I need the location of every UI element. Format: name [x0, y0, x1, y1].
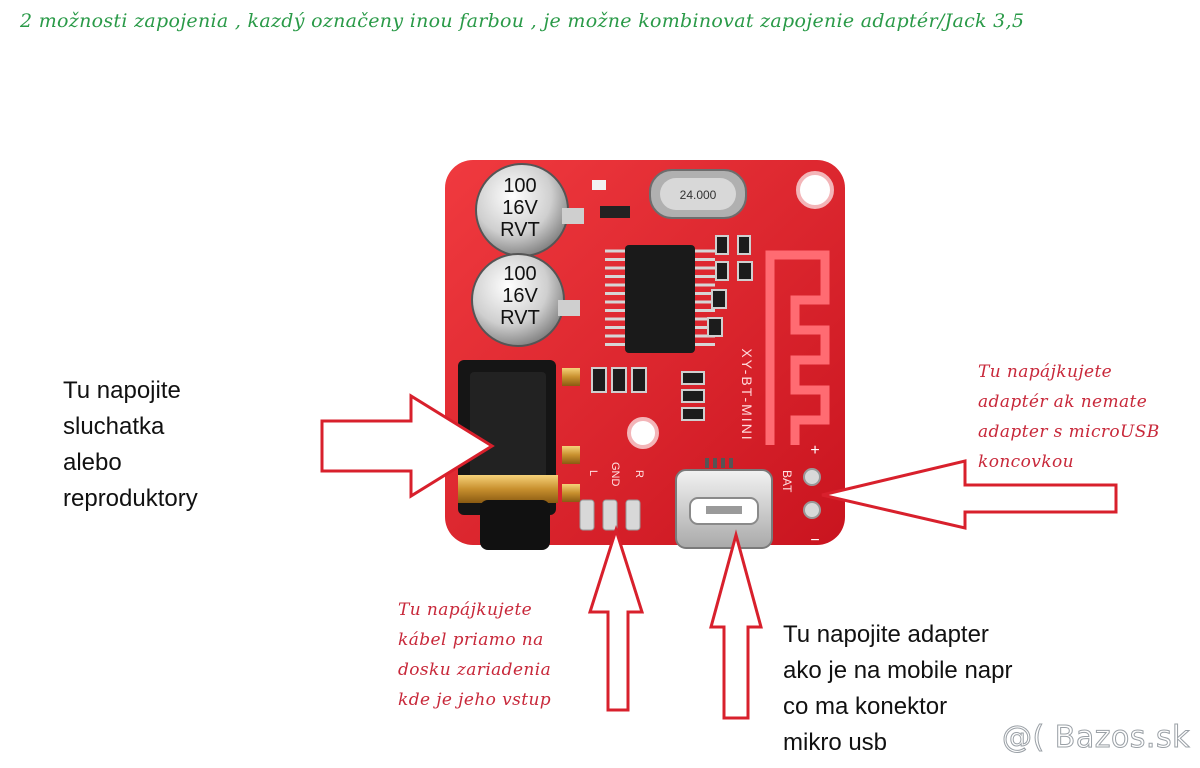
cap-top-line2: 16V — [502, 197, 538, 219]
cap-top-line1: 100 — [503, 175, 536, 197]
battery-pads: BAT + − — [780, 442, 821, 549]
capacitor-top: 100 16V RVT — [475, 163, 584, 257]
label-left-line: reproduktory — [63, 485, 198, 512]
pad-l-label: L — [587, 470, 599, 476]
capacitor-bottom: 100 16V RVT — [471, 253, 580, 347]
label-left-line: alebo — [63, 449, 122, 476]
smd-components — [591, 235, 753, 421]
arrow-to-micro-usb — [709, 529, 763, 720]
label-bottom-right-line: ako je na mobile napr — [783, 657, 1013, 684]
micro-usb-port — [675, 458, 773, 549]
cap-top-line3: RVT — [500, 219, 540, 241]
bazos-watermark: @( Bazos.sk — [1002, 720, 1190, 756]
label-bottom-left-line: Tu napájkujete — [398, 600, 533, 620]
audio-solder-pads: L GND R — [579, 462, 645, 531]
smd-part — [600, 206, 630, 218]
ic-chip — [605, 245, 715, 353]
crystal-label: 24.000 — [680, 188, 717, 202]
label-bottom-left-line: dosku zariadenia — [398, 660, 552, 680]
arrow-to-jack — [320, 393, 495, 499]
bat-label: BAT — [780, 470, 794, 493]
label-bottom-right-line: Tu napojite adapter — [783, 621, 989, 648]
cap-bottom-line3: RVT — [500, 307, 540, 329]
label-right-line: koncovkou — [978, 452, 1074, 472]
mount-hole — [627, 417, 659, 449]
arrow-to-audio-pads — [587, 525, 645, 712]
label-right-line: adapter s microUSB — [978, 422, 1160, 442]
label-bottom-right-line: co ma konektor — [783, 693, 948, 720]
label-right-line: Tu napájkujete — [978, 362, 1113, 382]
arrow-to-battery-pads — [821, 459, 1118, 530]
pad-gnd-label: GND — [609, 462, 621, 487]
label-left-line: sluchatka — [63, 413, 165, 440]
audio-jack-3-5mm — [458, 360, 580, 550]
pad-r-label: R — [633, 470, 645, 478]
label-bottom-right: Tu napojite adapter ako je na mobile nap… — [783, 617, 1012, 761]
model-label: XY-BT-MINI — [739, 348, 755, 441]
label-left: Tu napojite sluchatka alebo reproduktory — [63, 373, 198, 517]
antenna-trace — [765, 250, 830, 445]
label-bottom-left-line: kde je jeho vstup — [398, 690, 552, 710]
plus-label: + — [810, 442, 819, 459]
minus-label: − — [810, 532, 819, 549]
cap-bottom-line2: 16V — [502, 285, 538, 307]
cap-bottom-line1: 100 — [503, 263, 536, 285]
label-right: Tu napájkujete adaptér ak nemate adapter… — [978, 357, 1160, 477]
label-bottom-left: Tu napájkujete kábel priamo na dosku zar… — [398, 595, 551, 715]
header-note: 2 možnosti zapojenia , kazdý označeny in… — [20, 10, 1025, 32]
label-left-line: Tu napojite — [63, 377, 181, 404]
led — [592, 180, 606, 190]
label-right-line: adaptér ak nemate — [978, 392, 1148, 412]
crystal-oscillator: 24.000 — [649, 169, 747, 219]
mount-hole — [796, 171, 834, 209]
label-bottom-right-line: mikro usb — [783, 729, 888, 756]
label-bottom-left-line: kábel priamo na — [398, 630, 544, 650]
pcb-board: 100 16V RVT 100 16V RVT 24.000 — [445, 160, 845, 550]
